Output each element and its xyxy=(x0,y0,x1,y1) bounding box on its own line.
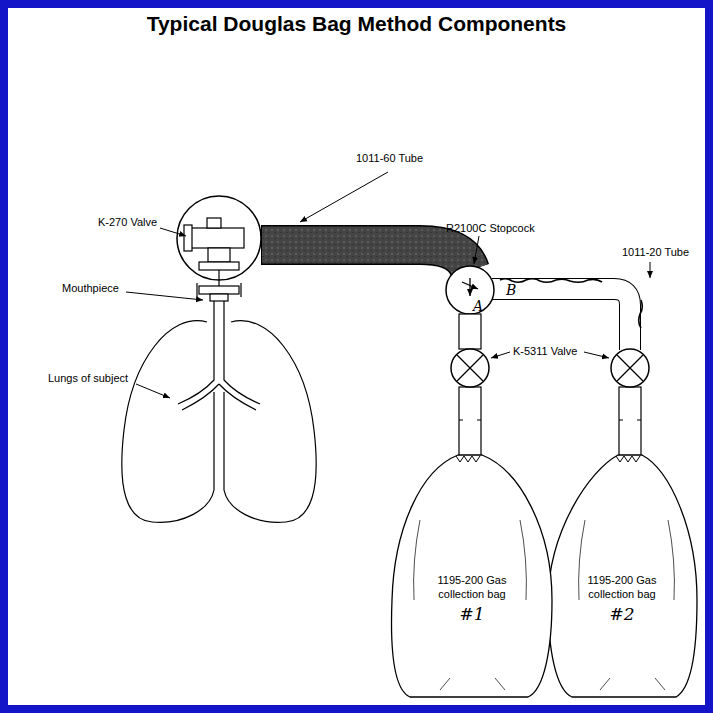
port-letter: A xyxy=(473,298,483,315)
gas-bag: 1195-200 Gas collection bag#1 xyxy=(418,574,526,625)
bag-label: 1195-200 Gas collection bag xyxy=(568,574,676,602)
part-label: K-5311 Valve xyxy=(513,345,577,358)
part-label: K-270 Valve xyxy=(98,216,157,229)
bag-number: #2 xyxy=(568,604,676,625)
bag-label: 1195-200 Gas collection bag xyxy=(418,574,526,602)
part-label: 1011-60 Tube xyxy=(356,152,423,165)
port-letter: B xyxy=(506,282,516,299)
part-label: 1011-20 Tube xyxy=(622,246,689,259)
bag-number: #1 xyxy=(418,604,526,625)
part-label: R2100C Stopcock xyxy=(446,222,535,235)
gas-bag: 1195-200 Gas collection bag#2 xyxy=(568,574,676,625)
part-label: Mouthpiece xyxy=(62,282,119,295)
part-label: Lungs of subject xyxy=(48,372,128,385)
slide-title: Typical Douglas Bag Method Components xyxy=(0,12,713,36)
